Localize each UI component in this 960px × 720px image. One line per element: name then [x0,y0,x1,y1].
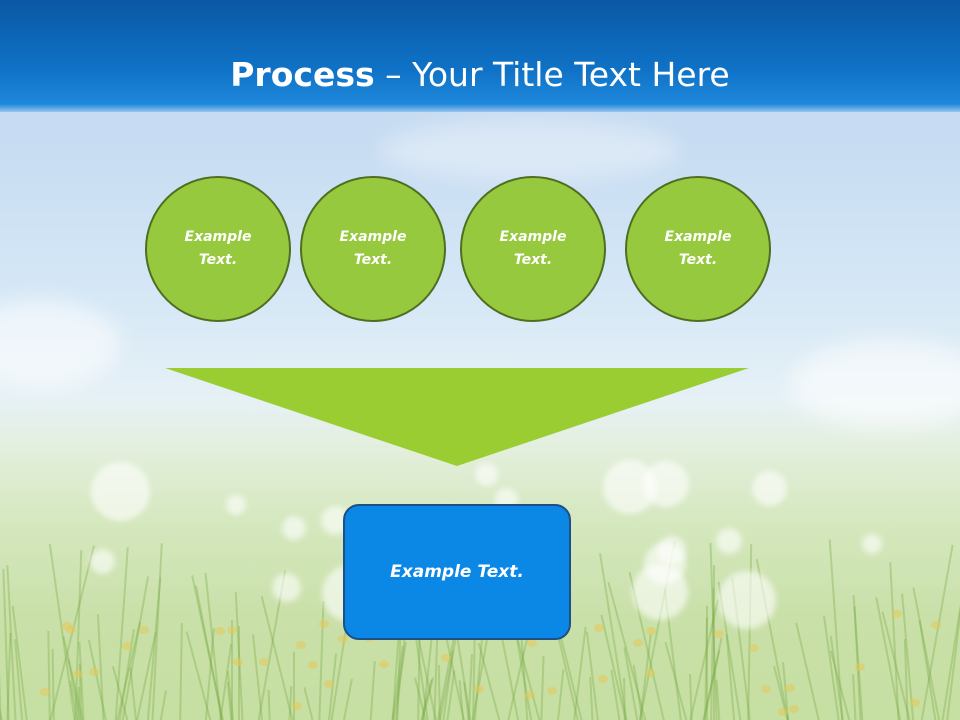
flower-dot [296,641,306,649]
flower-dot [227,626,237,634]
result-box-label: Example Text. [390,562,524,582]
flower-dot [73,670,83,678]
flower-dot [646,627,656,635]
flower-dot [139,626,149,634]
slide-title: Process – Your Title Text Here [0,50,960,100]
flower-dot [785,684,795,692]
title-bold: Process [230,55,375,94]
grass-blade [852,674,857,720]
flower-dot [474,685,484,693]
flower-dot [338,635,348,643]
grass-blade [477,642,503,720]
flower-dot [89,668,99,676]
grass-blade [664,641,690,720]
title-dash: – [374,55,413,94]
grass-blade [795,622,822,720]
flower-dot [66,626,76,634]
grass-blade [303,687,316,720]
grass-blade [251,634,264,720]
grass-blade [47,630,51,720]
flower-dot [259,658,269,666]
grass-blade [689,673,693,720]
dandelion-puff [716,528,742,554]
dandelion-puff [718,571,776,629]
flower-dot [233,658,243,666]
grass-blade [369,661,376,720]
flower-dot [547,687,557,695]
flower-dot [633,639,643,647]
title-text: Your Title Text Here [412,55,730,94]
flower-dot [855,663,865,671]
flower-dot [62,622,72,630]
flower-dot [761,685,771,693]
dandelion-puff [90,549,115,574]
grass-blade [179,622,183,720]
result-box[interactable]: Example Text. [343,504,571,640]
flower-dot [645,669,655,677]
flower-dot [319,620,329,628]
flower-dot [292,702,302,710]
flower-dot [892,610,902,618]
dandelion-puff [282,516,306,540]
grass-blade [713,565,715,720]
flower-dot [778,708,788,716]
grass-blade [341,678,353,720]
grass-blade [0,613,2,720]
flower-dot [598,675,608,683]
grass-blade [540,656,545,720]
grass-blade [267,689,271,720]
flower-dot [527,639,537,647]
cloud [380,120,680,180]
flower-dot [931,621,941,629]
flower-dot [441,654,451,662]
dandelion-puff [862,534,882,554]
dandelion-puff [752,471,787,506]
grass-blade [51,648,55,720]
dandelion-puff [643,461,689,507]
flower-dot [122,642,132,650]
grass-blade [158,690,167,720]
flower-dot [324,680,334,688]
grass-blade [318,601,325,720]
cloud [0,300,120,390]
dandelion-puff [272,573,301,602]
grass-blade [238,626,240,720]
flower-dot [40,688,50,696]
funnel-arrow [165,368,749,466]
flower-dot [308,661,318,669]
flower-dot [910,699,920,707]
header-bar [0,0,960,112]
flower-dot [594,624,604,632]
dandelion-puff [226,495,246,515]
flower-dot [714,630,724,638]
dandelion-puff [475,463,498,486]
flower-dot [215,627,225,635]
grass-blade [293,652,295,720]
flower-dot [379,660,389,668]
flower-dot [525,691,535,699]
grass-blade [706,606,708,720]
flower-dot [749,644,759,652]
dandelion-puff [91,462,150,521]
cloud [790,340,960,430]
flower-dot [789,705,799,713]
grass-blade [231,620,233,720]
grass-blade [556,669,565,720]
dandelion-puff [644,543,686,585]
funnel-triangle [165,368,749,466]
